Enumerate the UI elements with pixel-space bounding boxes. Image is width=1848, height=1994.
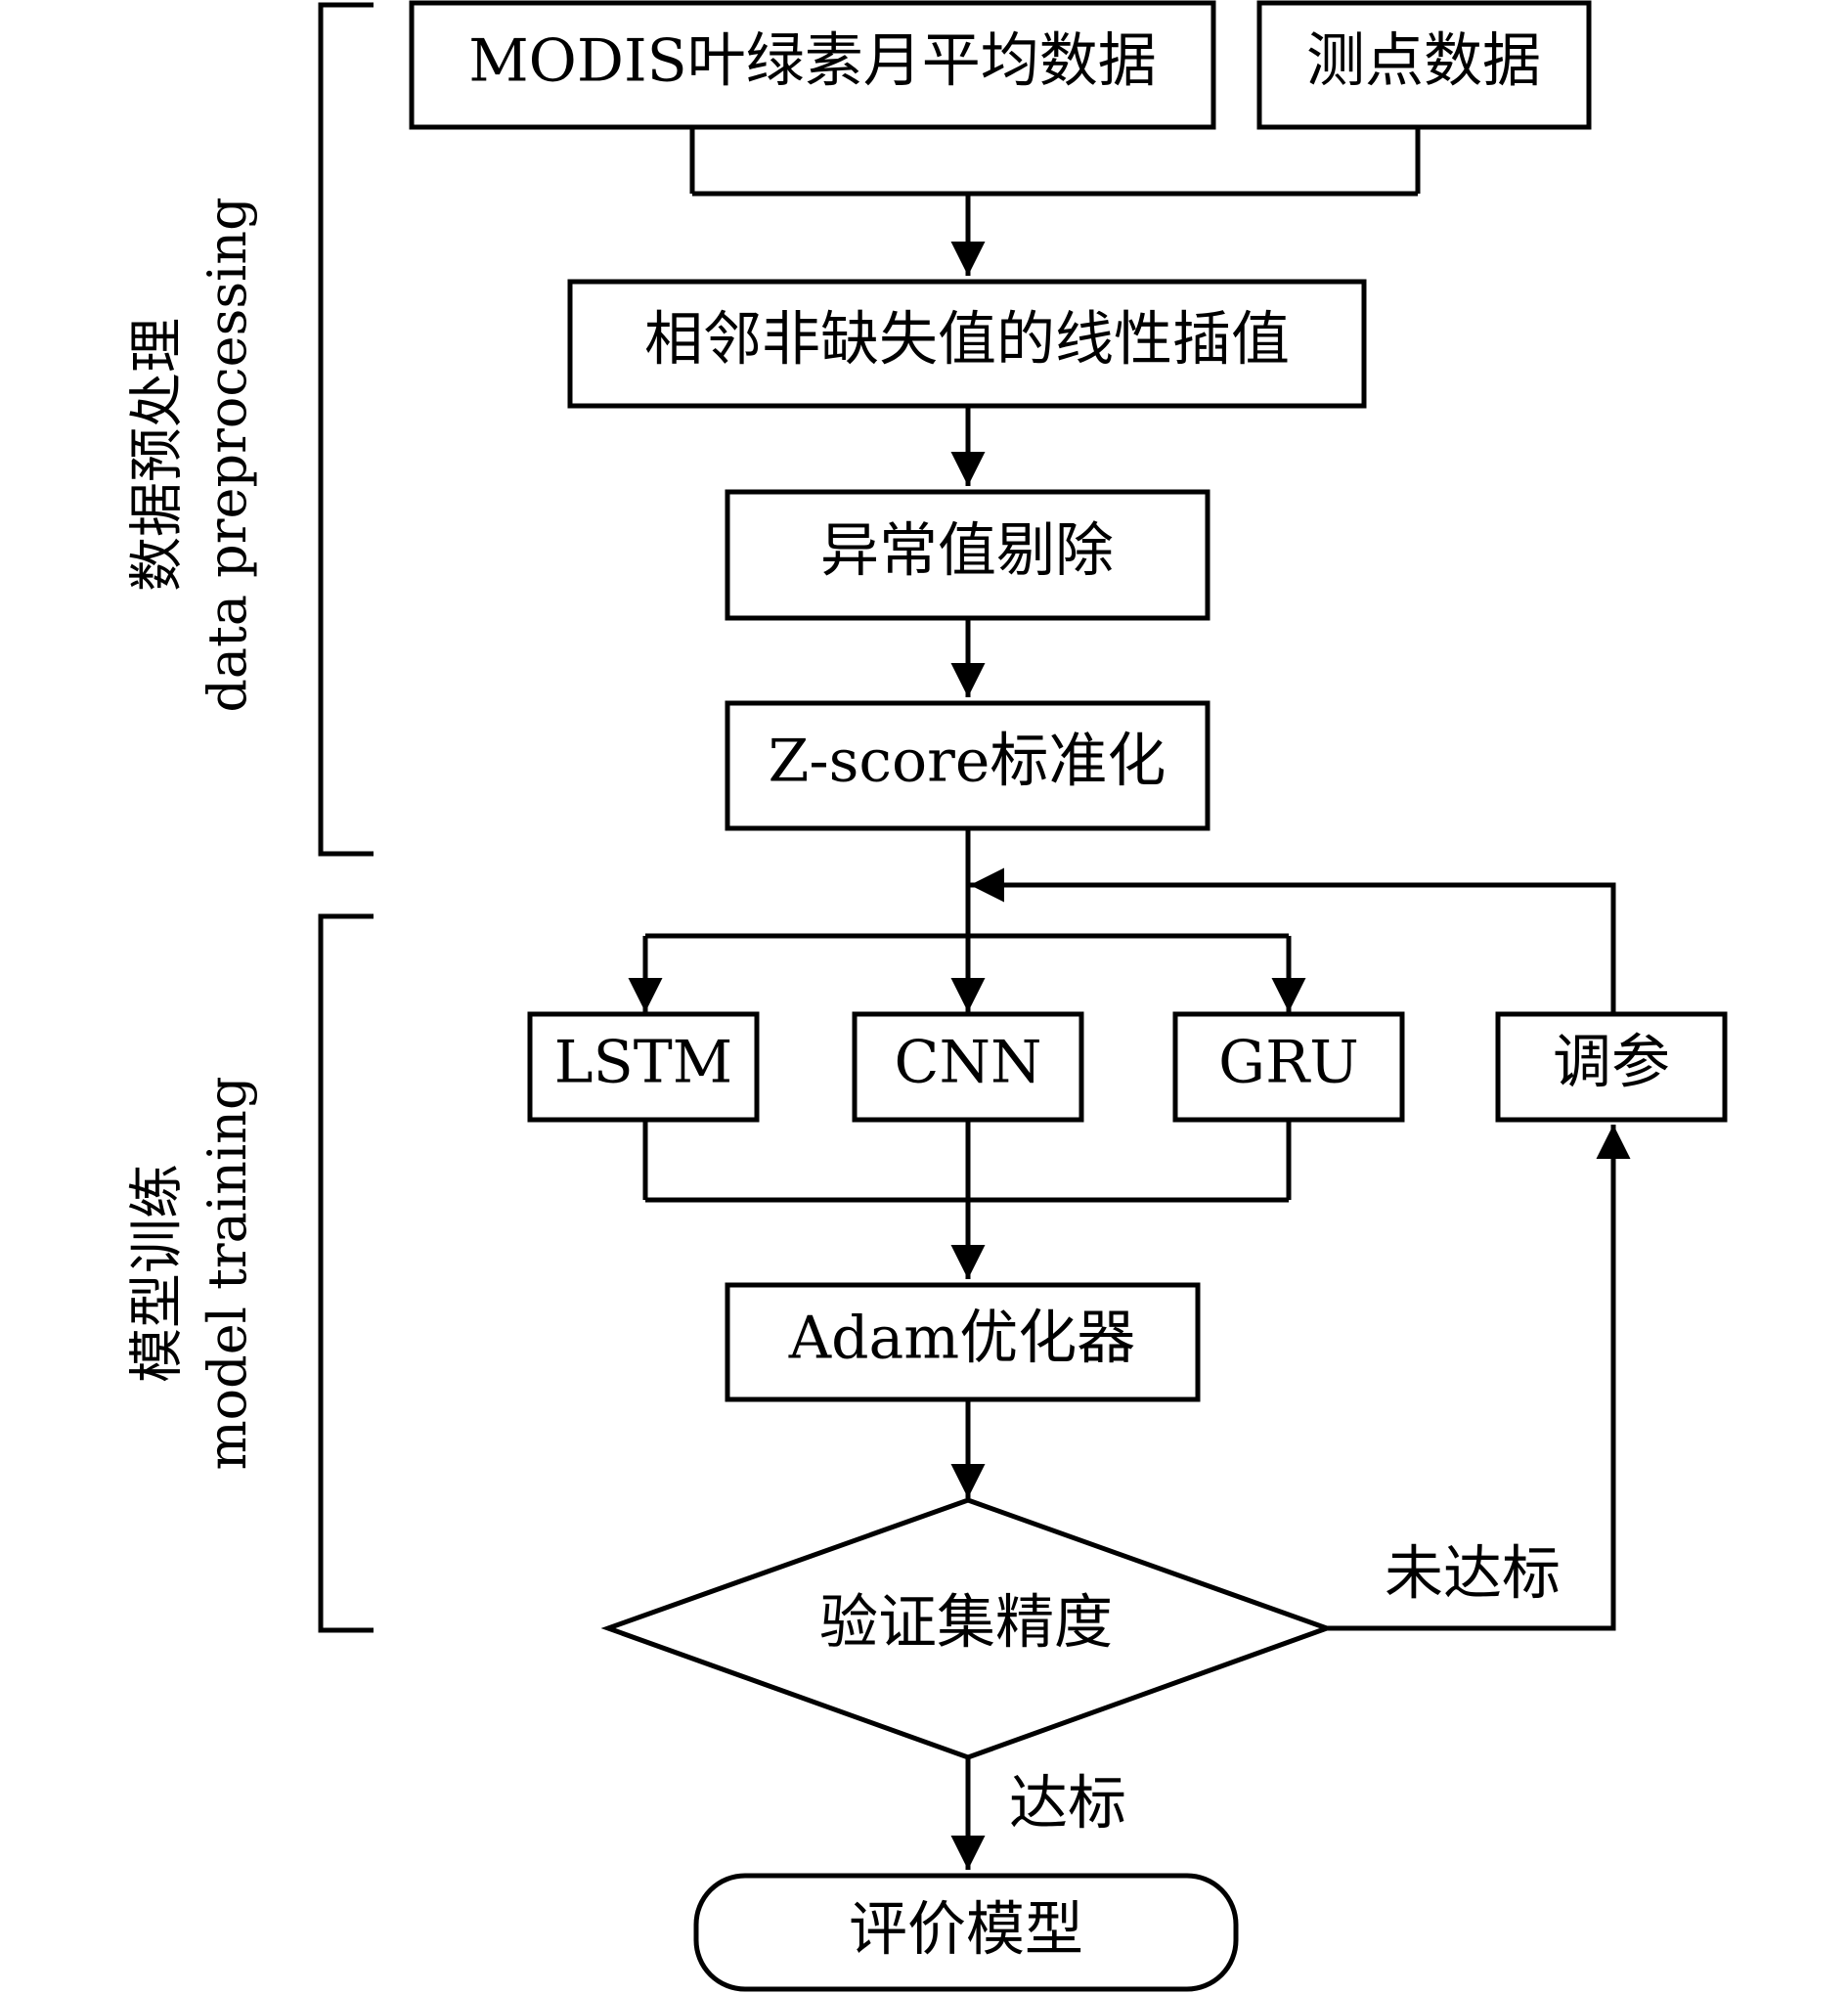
node-parameter-tuning: [1495, 1011, 1728, 1123]
node-adam-optimizer-label: Adam优化器: [788, 1305, 1135, 1373]
edge-label-not-met: 未达标: [1385, 1540, 1561, 1609]
node-lstm-label: LSTM: [554, 1029, 732, 1097]
node-gru-label: GRU: [1218, 1029, 1359, 1097]
node-zscore-label: Z-score标准化: [769, 728, 1166, 796]
node-validation-accuracy-label: 验证集精度: [819, 1589, 1113, 1658]
section-label-training-en: model training: [197, 1076, 258, 1470]
node-cnn-label: CNN: [895, 1029, 1042, 1097]
node-gru: [1172, 1011, 1405, 1123]
node-adam-optimizer: [725, 1282, 1201, 1402]
node-parameter-tuning-label: 调参: [1553, 1029, 1670, 1097]
node-outlier-removal: [725, 489, 1210, 621]
node-zscore: [725, 700, 1210, 831]
node-modis-data: [409, 0, 1216, 130]
node-linear-interpolation-label: 相邻非缺失值的线性插值: [644, 306, 1290, 375]
section-label-preprocessing-en: data preprocessing: [197, 197, 258, 712]
edge-tune-feedback: [970, 867, 1616, 1012]
node-linear-interpolation: [567, 279, 1367, 409]
training-bracket: [318, 913, 374, 1633]
node-lstm: [527, 1011, 760, 1123]
node-station-data-label: 测点数据: [1306, 27, 1541, 96]
node-evaluate-model-label: 评价模型: [849, 1896, 1083, 1965]
node-validation-accuracy: [600, 1497, 1335, 1760]
section-label-preprocessing-cn: 数据预处理: [126, 318, 190, 592]
node-outlier-removal-label: 异常值剔除: [820, 517, 1114, 586]
edge-label-met: 达标: [1009, 1770, 1126, 1839]
node-modis-data-label: MODIS叶绿素月平均数据: [468, 27, 1157, 96]
preprocessing-bracket: [318, 2, 374, 857]
node-cnn: [852, 1011, 1084, 1123]
node-evaluate-model: [693, 1873, 1239, 1992]
edge-validate-to-tune: [1327, 1125, 1631, 1631]
node-station-data: [1256, 0, 1592, 130]
section-label-training-cn: 模型训练: [126, 1164, 190, 1383]
